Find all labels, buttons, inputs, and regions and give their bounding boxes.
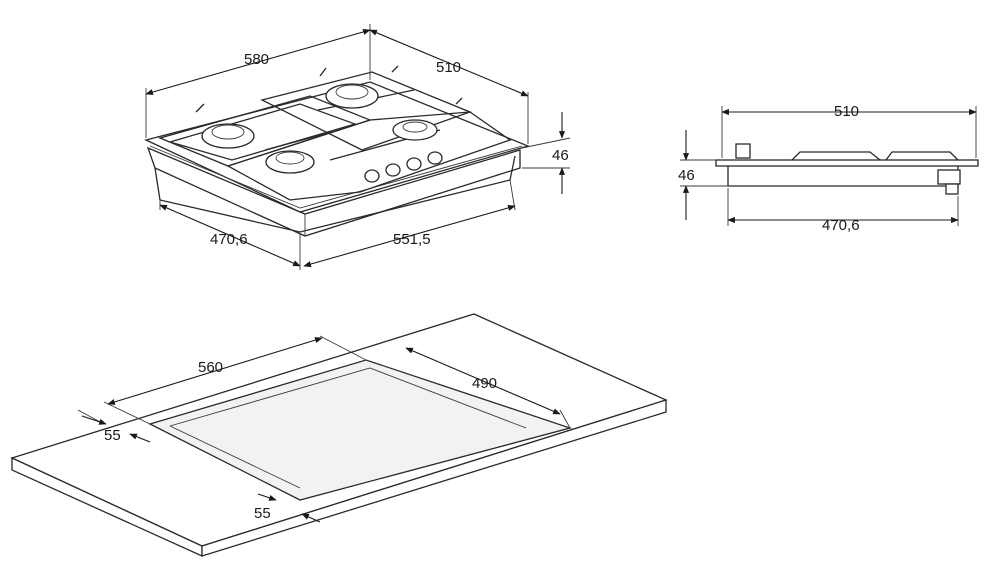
- dim-cutout-margin-front-label: 55: [254, 505, 271, 522]
- dim-cutout-depth-label: 490: [472, 375, 497, 392]
- side-gas-inlet-icon: [937, 169, 961, 185]
- control-knobs: [364, 151, 443, 183]
- dim-depth-label: 510: [436, 59, 461, 76]
- dim-cutout-width-label: 560: [198, 359, 223, 376]
- dim-height-46: 46: [521, 112, 571, 194]
- dim-cutout-depth-490: 490: [405, 347, 571, 429]
- dim-side-height-46: 46: [678, 130, 728, 220]
- dim-side-height-label: 46: [678, 167, 695, 184]
- dim-side-depth-label: 510: [834, 103, 859, 120]
- dim-side-base-label: 470,6: [822, 217, 860, 234]
- dim-cutout-margin-side-55: 55: [77, 409, 151, 444]
- burner-right-icon: [392, 119, 438, 141]
- cutout-inner-left: [169, 425, 301, 489]
- dim-base-width-label: 551,5: [393, 231, 431, 248]
- burner-front-icon: [265, 150, 315, 174]
- dim-cutout-margin-side-label: 55: [104, 427, 121, 444]
- knob-3-icon: [406, 157, 422, 171]
- dim-cutout-margin-front-55: 55: [254, 493, 321, 523]
- knob-1-icon: [364, 169, 380, 183]
- hob-side-view: 510 46 470,6: [678, 103, 979, 234]
- dim-cutout-width-560: 560: [103, 335, 367, 425]
- dim-base-width-5515: 551,5: [303, 179, 516, 268]
- knob-2-icon: [385, 163, 401, 177]
- burner-left-rear-icon: [201, 123, 255, 149]
- countertop-cutout-view: 560 490 55 55: [10, 313, 668, 558]
- dim-height-label: 46: [552, 147, 569, 164]
- side-top-plate: [715, 159, 979, 167]
- dim-base-depth-4706: 470,6: [159, 200, 301, 270]
- hob-perspective-view: 580 510 46 470,6 551,5: [144, 24, 571, 270]
- dim-depth-510: 510: [369, 29, 529, 144]
- knob-4-icon: [427, 151, 443, 165]
- burner-center-rear-icon: [325, 83, 379, 109]
- dim-width-label: 580: [244, 51, 269, 68]
- side-body: [727, 166, 959, 187]
- worktop-side-edge: [201, 399, 667, 557]
- dim-side-depth-510: 510: [721, 103, 977, 158]
- side-knob-icon: [735, 143, 751, 159]
- dim-side-base-4706: 470,6: [727, 188, 959, 234]
- dim-base-depth-label: 470,6: [210, 231, 248, 248]
